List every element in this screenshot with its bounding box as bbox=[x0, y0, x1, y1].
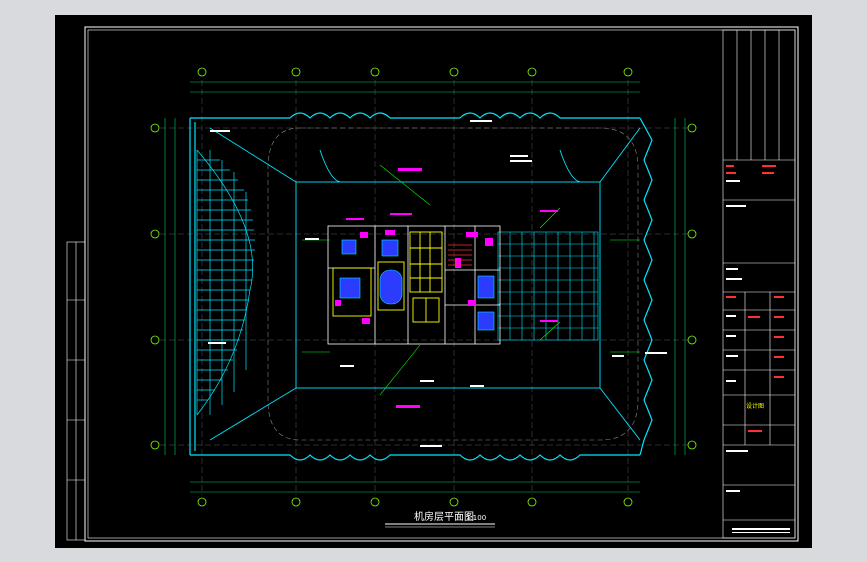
hatched-canopy bbox=[196, 149, 255, 416]
sheet-background bbox=[55, 15, 812, 548]
axis-bubbles bbox=[150, 67, 697, 507]
drawing-scale: 1:100 bbox=[466, 514, 486, 522]
equipment-magenta bbox=[335, 230, 493, 324]
title-block-stamp: 设计图 bbox=[746, 402, 764, 410]
annotations bbox=[346, 168, 558, 408]
drawing-title: 机房层平面图 bbox=[414, 510, 474, 523]
stairs bbox=[448, 244, 472, 266]
title-block-marks bbox=[726, 165, 784, 432]
equipment-yellow bbox=[332, 231, 443, 323]
equipment-blue bbox=[339, 239, 495, 331]
dimension-lines bbox=[164, 81, 686, 493]
outer-wall bbox=[189, 112, 653, 461]
title-block bbox=[722, 29, 796, 539]
parapet bbox=[209, 127, 641, 441]
roof-outline bbox=[267, 127, 639, 441]
left-revision-strip bbox=[66, 241, 86, 541]
skylight-grid bbox=[497, 231, 599, 341]
title-underline bbox=[385, 523, 495, 528]
title-block-text-lines bbox=[726, 180, 790, 533]
machine-rooms bbox=[327, 225, 501, 345]
annotations-white bbox=[208, 120, 667, 447]
